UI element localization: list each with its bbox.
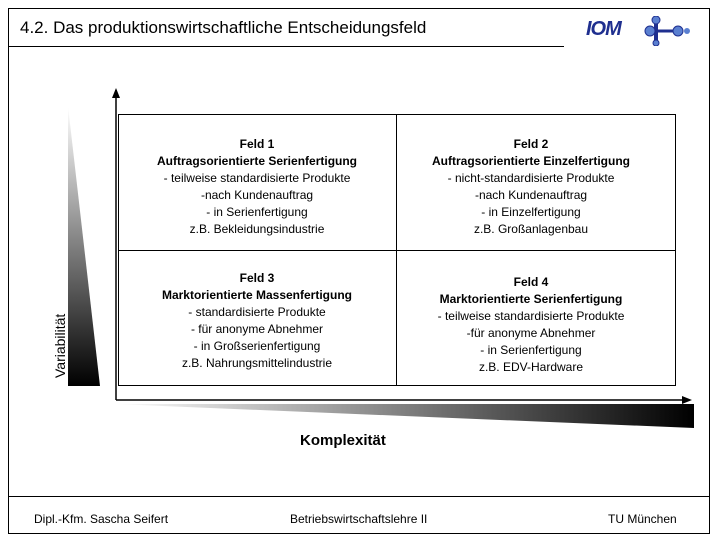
field-3-subtitle: Marktorientierte Massenfertigung (161, 288, 353, 302)
field-1-cell: Feld 1 Auftragsorientierte Serienfertigu… (122, 136, 392, 238)
field-4-heading: Feld 4 (513, 275, 549, 289)
logo-text: IOM (586, 18, 622, 40)
field-2-cell: Feld 2 Auftragsorientierte Einzelfertigu… (396, 136, 666, 238)
y-axis-label: Variabilität (52, 313, 68, 378)
field-1-line: -nach Kundenauftrag (200, 188, 314, 202)
field-4-subtitle: Marktorientierte Serienfertigung (439, 292, 623, 306)
axes-lines (112, 88, 692, 404)
footer-author: Dipl.-Kfm. Sascha Seifert (34, 512, 169, 526)
field-4-line: z.B. EDV-Hardware (478, 360, 584, 374)
field-4-line: - teilweise standardisierte Produkte (437, 309, 625, 323)
field-3-line: - standardisierte Produkte (188, 305, 326, 319)
field-4-line: -für anonyme Abnehmer (466, 326, 596, 340)
field-1-line: - in Serienfertigung (206, 205, 308, 219)
slide-frame (8, 8, 710, 534)
page-title: 4.2. Das produktionswirtschaftliche Ents… (20, 18, 427, 37)
field-1-line: - teilweise standardisierte Produkte (163, 171, 351, 185)
field-3-line: - für anonyme Abnehmer (190, 322, 324, 336)
matrix-divider-horizontal (118, 250, 676, 251)
title-underline (8, 46, 564, 47)
variability-wedge (68, 106, 100, 386)
field-2-subtitle: Auftragsorientierte Einzelfertigung (431, 154, 631, 168)
field-3-cell: Feld 3 Marktorientierte Massenfertigung … (122, 270, 392, 372)
footer-course: Betriebswirtschaftslehre II (290, 512, 428, 526)
field-2-line: - nicht-standardisierte Produkte (447, 171, 615, 185)
field-2-heading: Feld 2 (513, 137, 549, 151)
x-axis-label: Komplexität (300, 432, 386, 449)
footer-university: TU München (608, 512, 677, 526)
iom-molecule-logo-icon (644, 16, 690, 46)
field-2-line: - in Einzelfertigung (481, 205, 581, 219)
complexity-wedge (114, 404, 694, 428)
field-1-heading: Feld 1 (239, 137, 275, 151)
field-4-line: - in Serienfertigung (480, 343, 582, 357)
field-3-line: - in Großserienfertigung (193, 339, 321, 353)
field-1-line: z.B. Bekleidungsindustrie (189, 222, 325, 236)
field-2-line: z.B. Großanlagenbau (473, 222, 589, 236)
field-4-cell: Feld 4 Marktorientierte Serienfertigung … (396, 274, 666, 376)
footer-rule (8, 496, 710, 497)
field-3-heading: Feld 3 (239, 271, 275, 285)
field-2-line: -nach Kundenauftrag (474, 188, 588, 202)
field-3-line: z.B. Nahrungsmittelindustrie (181, 356, 333, 370)
field-1-subtitle: Auftragsorientierte Serienfertigung (156, 154, 358, 168)
iom-logo: IOM (586, 16, 694, 46)
